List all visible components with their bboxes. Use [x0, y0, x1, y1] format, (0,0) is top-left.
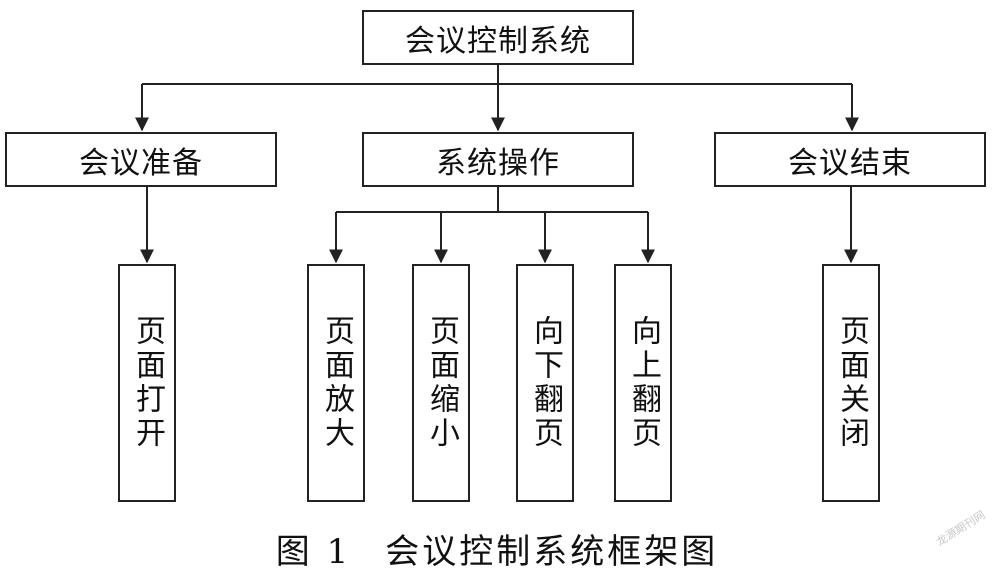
figure-caption: 图 1 会议控制系统框架图 [0, 524, 994, 573]
leaf-node-page-close: 页面关闭 [822, 264, 880, 502]
level1-node-label: 会议准备 [79, 145, 203, 181]
level1-node-meeting-prep: 会议准备 [5, 132, 277, 187]
leaf-node-label: 页面打开 [130, 315, 165, 451]
leaf-node-label: 向下翻页 [528, 315, 563, 451]
leaf-node-label: 页面缩小 [424, 315, 459, 451]
figure-title: 会议控制系统框架图 [385, 532, 719, 572]
level1-node-system-ops: 系统操作 [362, 132, 634, 187]
leaf-node-zoom-out: 页面缩小 [412, 264, 470, 502]
leaf-node-page-up: 向上翻页 [614, 264, 672, 502]
root-node-label: 会议控制系统 [405, 23, 591, 59]
leaf-node-page-down: 向下翻页 [516, 264, 574, 502]
leaf-node-page-open: 页面打开 [118, 264, 176, 502]
level1-node-label: 会议结束 [788, 145, 912, 181]
leaf-node-label: 页面关闭 [834, 315, 869, 451]
leaf-node-label: 向上翻页 [626, 315, 661, 451]
leaf-node-zoom-in: 页面放大 [307, 264, 365, 502]
level1-node-label: 系统操作 [436, 145, 560, 181]
root-node: 会议控制系统 [362, 10, 634, 65]
level1-node-meeting-end: 会议结束 [714, 132, 986, 187]
figure-number: 图 1 [275, 532, 352, 572]
leaf-node-label: 页面放大 [319, 315, 354, 451]
